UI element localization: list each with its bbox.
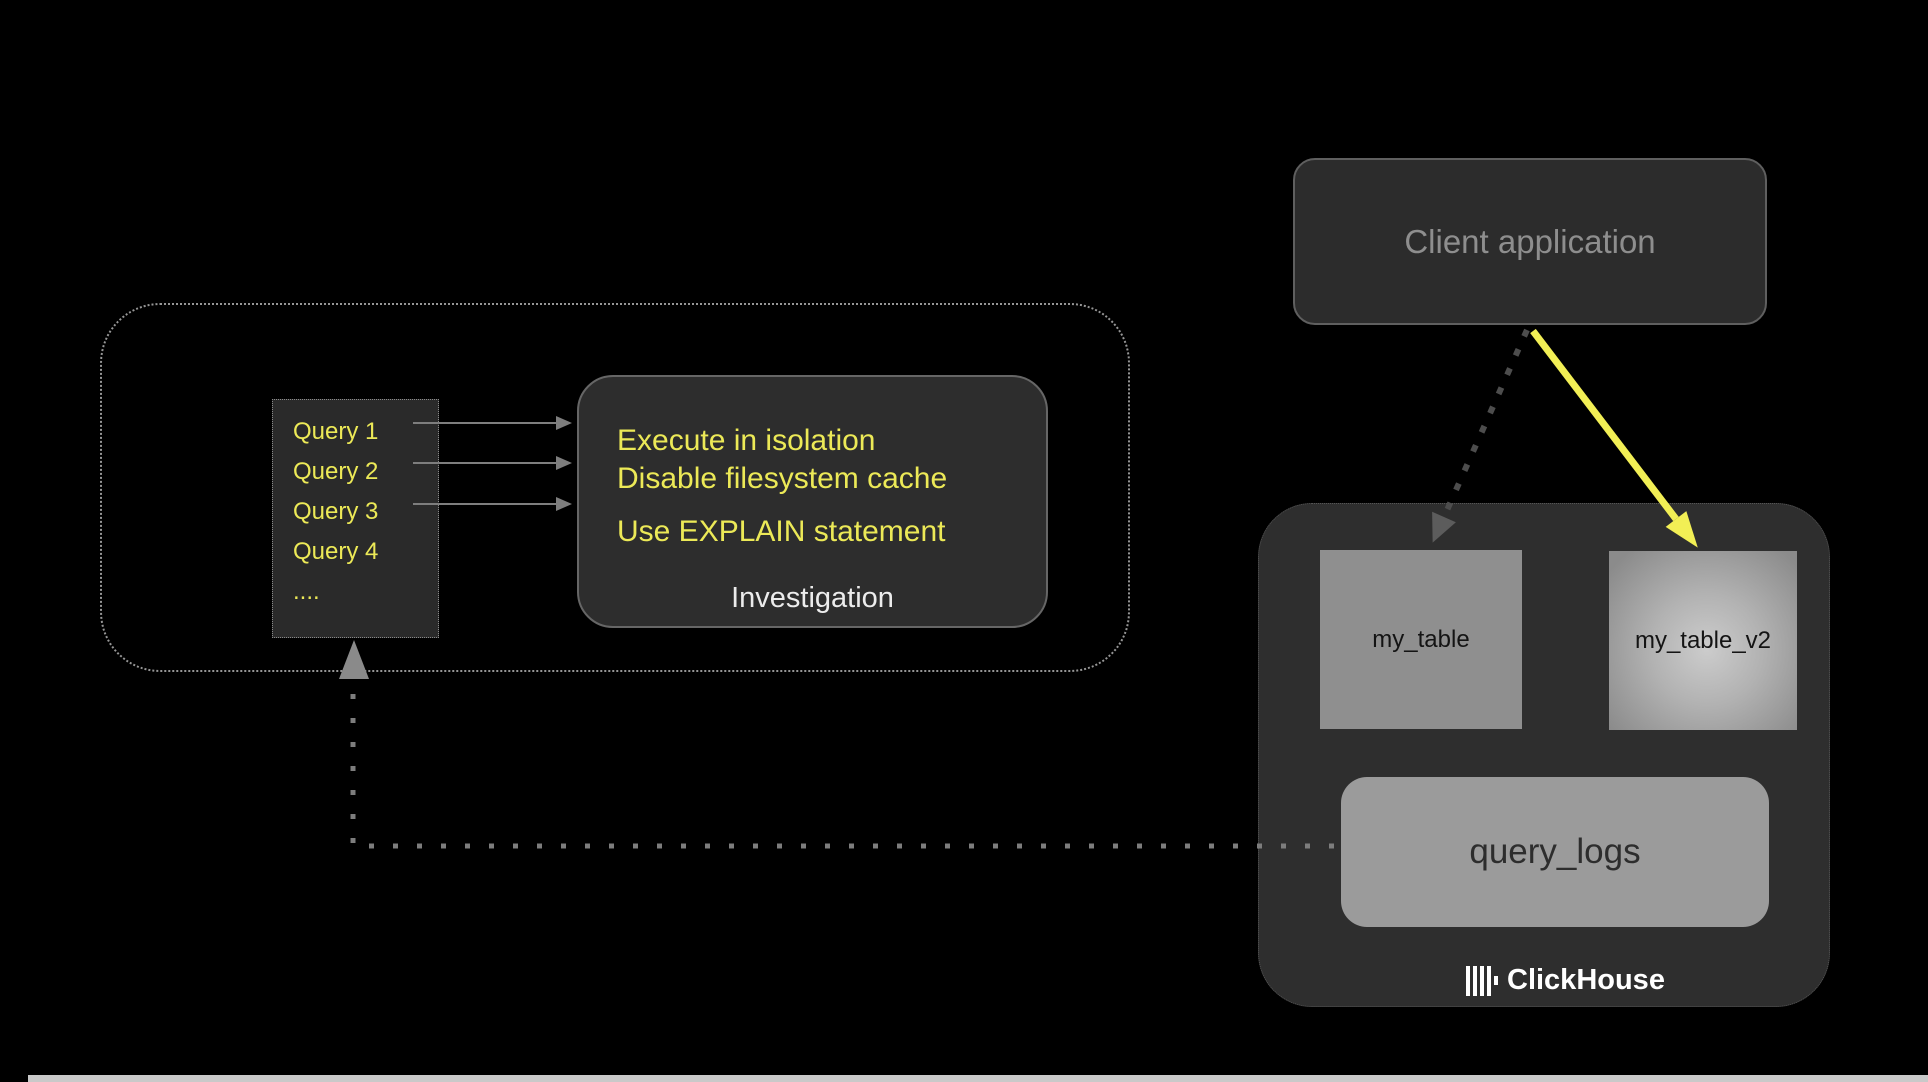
query-logs-box: query_logs	[1341, 777, 1769, 927]
investigation-note: Disable filesystem cache	[617, 462, 948, 495]
my-table-v2-box: my_table_v2	[1609, 551, 1797, 730]
query-list: Query 1 Query 2 Query 3 Query 4 ....	[272, 399, 439, 638]
investigation-title: Investigation	[731, 582, 894, 614]
client-application-label: Client application	[1404, 222, 1656, 260]
clickhouse-logo: ClickHouse	[1466, 964, 1665, 997]
investigation-box: Execute in isolation Disable filesystem …	[577, 375, 1048, 628]
my-table-label: my_table	[1372, 625, 1470, 653]
my-table-box: my_table	[1320, 550, 1522, 729]
my-table-v2-label: my_table_v2	[1634, 626, 1772, 654]
query-item-ellipsis: ....	[293, 578, 320, 605]
investigation-group-outline	[100, 303, 1130, 672]
query-item: Query 1	[293, 418, 379, 445]
investigation-note: Execute in isolation	[617, 424, 876, 457]
query-logs-label: query_logs	[1469, 832, 1641, 871]
client-to-my-table-arrow	[1432, 328, 1530, 543]
query-logs-feedback-arrow	[350, 688, 1334, 849]
clickhouse-bars-icon	[1466, 965, 1498, 996]
clickhouse-wordmark: ClickHouse	[1507, 964, 1665, 996]
query-item: Query 3	[293, 498, 379, 525]
client-application-box: Client application	[1293, 158, 1767, 325]
window-edge-strip	[28, 1075, 1928, 1082]
query-item: Query 2	[293, 458, 379, 485]
clickhouse-container: my_table my_table_v2 query_logs ClickHou…	[1258, 503, 1830, 1007]
investigation-note: Use EXPLAIN statement	[617, 515, 946, 548]
query-item: Query 4	[293, 538, 379, 565]
client-to-my-table-v2-arrow	[1530, 328, 1698, 548]
